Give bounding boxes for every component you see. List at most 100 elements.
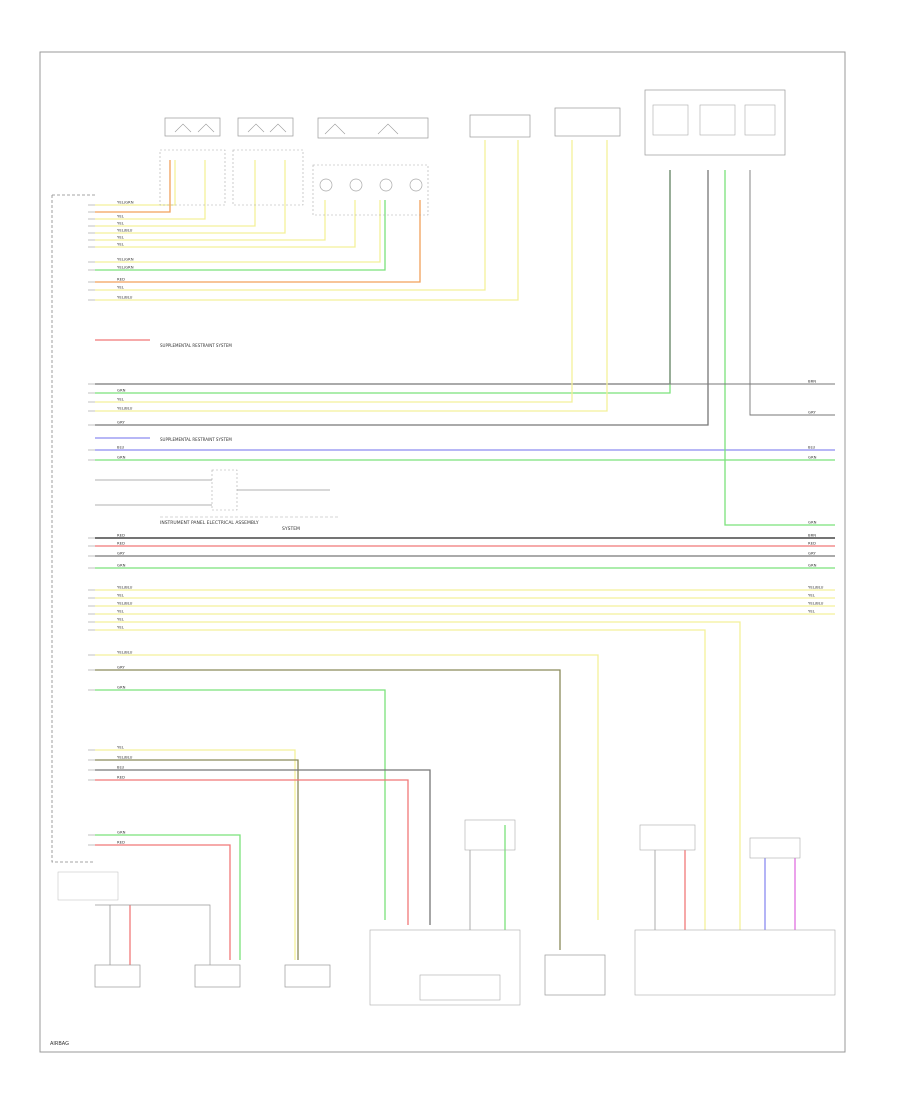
front-door-pressure-sensor-left	[94, 964, 141, 988]
wire-run-3	[95, 160, 256, 227]
wire-color-label: GRY	[117, 551, 125, 556]
right-wire-label: BRN	[808, 379, 816, 384]
right-wire-label: GRN	[808, 520, 817, 525]
right-wire-label: BLU	[808, 445, 816, 450]
right-wire-label: YEL	[808, 593, 816, 598]
front-seat-assembly-left	[369, 819, 521, 1006]
instrument-panel-indicator: INSTRUMENT PANEL ELECTRICAL ASSEMBLY SYS…	[160, 469, 340, 532]
wire-run-2	[95, 160, 206, 220]
wire-run-1	[95, 160, 171, 213]
wire-run-4	[95, 160, 286, 234]
wire-color-label: YEL	[117, 221, 125, 226]
wire-run-30	[95, 669, 561, 950]
wire-color-label: RED	[117, 775, 125, 780]
wire-color-label: YEL	[117, 242, 125, 247]
wire-color-label: GRN	[117, 685, 126, 690]
wire-bottom-bus	[95, 904, 211, 965]
wire-occupant-gray-2	[669, 170, 835, 385]
wire-color-label: GRY	[117, 665, 125, 670]
wire-run-27	[95, 621, 741, 930]
right-wire-label: YEL/BLU	[808, 601, 824, 606]
right-wire-label: GRY	[808, 551, 816, 556]
diagram-code: AIRBAG	[50, 1041, 69, 1047]
wire-color-label: YEL	[117, 609, 125, 614]
wire-run-5	[95, 200, 326, 241]
side-airbag-sensor-left	[284, 964, 331, 988]
wire-color-label: YEL/GRN	[117, 200, 134, 205]
wire-run-12	[95, 170, 671, 385]
seat-belt-pretensioner-assembly	[312, 117, 429, 216]
wire-color-label: RED	[117, 541, 125, 546]
srs-reference-2: SUPPLEMENTAL RESTRAINT SYSTEM	[160, 437, 232, 442]
ecu-label-box	[57, 871, 119, 901]
wire-color-label: RED	[117, 277, 125, 282]
wire-color-label: YEL/BLU	[117, 585, 133, 590]
wire-run-10	[95, 140, 486, 291]
side-airbag-assembly-left	[544, 954, 606, 996]
wire-color-label: YEL	[117, 214, 125, 219]
wire-color-label: YEL	[117, 625, 125, 630]
wire-color-label: GRN	[117, 563, 126, 568]
occupant-classification-module	[644, 89, 786, 156]
wire-run-11	[95, 140, 519, 301]
wire-harness	[95, 140, 835, 965]
right-wire-label: RED	[808, 541, 816, 546]
diagram-frame	[39, 51, 846, 1053]
wire-run-35	[95, 779, 409, 925]
wire-run-15	[95, 140, 608, 412]
wire-color-label: BLU	[117, 765, 125, 770]
wire-color-label: YEL/BLU	[117, 228, 133, 233]
wire-color-label: YEL/BLU	[117, 295, 133, 300]
right-wire-label: GRY	[808, 410, 816, 415]
wire-color-label: YEL/GRN	[117, 265, 134, 270]
wire-color-label: YEL/BLU	[117, 650, 133, 655]
curtain-airbag-right	[469, 114, 531, 138]
wire-color-label: YEL	[117, 235, 125, 240]
right-wire-label: YEL	[808, 609, 816, 614]
front-airbag-sensor-left	[194, 964, 241, 988]
wire-run-32	[95, 749, 296, 960]
airbag-ecu-outline	[51, 195, 95, 863]
wire-run-36	[95, 834, 241, 960]
wire-run-6	[95, 200, 356, 248]
wire-run-0	[95, 160, 176, 206]
wire-run-31	[95, 689, 386, 920]
wire-color-label: YEL	[117, 745, 125, 750]
instrument-note-2: SYSTEM	[282, 526, 300, 532]
right-wire-label: YEL/BLU	[808, 585, 824, 590]
wire-color-label: RED	[117, 840, 125, 845]
wire-run-28	[95, 629, 706, 930]
front-seat-belt-assembly-left	[634, 824, 836, 996]
wire-run-9	[95, 200, 421, 283]
right-wire-label: BRN	[808, 533, 816, 538]
wire-run-33	[95, 759, 299, 960]
wire-run-14	[95, 140, 573, 403]
wire-color-label: GRN	[117, 455, 126, 460]
curtain-airbag-left	[554, 107, 621, 137]
wire-color-label: YEL/BLU	[117, 755, 133, 760]
wire-run-8	[95, 200, 386, 271]
wire-color-label: YEL	[117, 617, 125, 622]
wire-run-37	[95, 844, 231, 960]
right-wire-label: GRN	[808, 563, 817, 568]
wire-occupant-green	[724, 170, 835, 526]
right-wire-label: GRN	[808, 455, 817, 460]
wire-color-label: YEL	[117, 397, 125, 402]
front-seat-sensor-left	[232, 117, 304, 206]
wire-color-labels: YEL/GRN YEL YEL YEL/BLU YEL YEL YEL/GRN YEL/GRN…	[117, 200, 824, 845]
wire-run-29	[95, 654, 599, 920]
wire-color-label: YEL/BLU	[117, 406, 133, 411]
wire-occupant-gray	[749, 170, 835, 416]
wire-run-34	[95, 769, 431, 925]
instrument-note: INSTRUMENT PANEL ELECTRICAL ASSEMBLY	[160, 520, 259, 526]
wire-color-label: BLU	[117, 445, 125, 450]
wire-color-label: YEL	[117, 593, 125, 598]
wire-color-label: GRN	[117, 830, 126, 835]
wire-color-label: YEL/BLU	[117, 601, 133, 606]
wire-color-label: YEL	[117, 285, 125, 290]
wire-color-label: GRY	[117, 420, 125, 425]
wire-color-label: YEL/GRN	[117, 257, 134, 262]
front-seat-sensor-right	[159, 117, 226, 206]
